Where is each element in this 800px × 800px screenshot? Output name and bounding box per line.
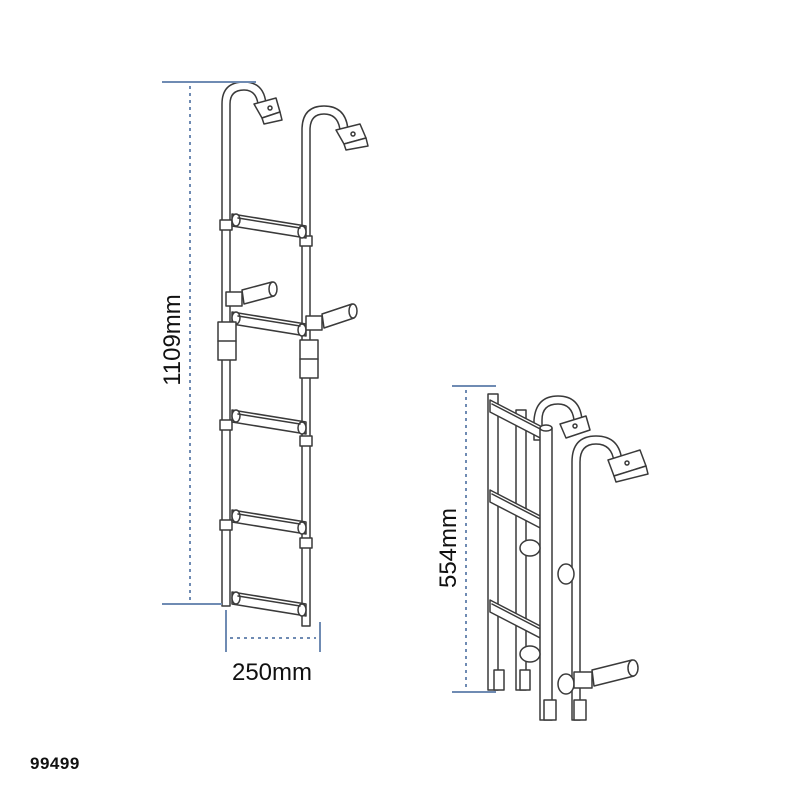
folded-side-handle: [573, 659, 639, 689]
extended-step-5: [231, 591, 307, 617]
height-dimension-line: [162, 81, 256, 605]
extended-step-3: [231, 409, 307, 435]
right-hinge-plate: [299, 339, 319, 379]
folded-front-rail-center: [539, 427, 553, 721]
folded-feet: [493, 669, 587, 721]
width-dimension-line: [225, 610, 321, 652]
extended-step-4: [231, 509, 307, 535]
folded-back-hook-bracket: [559, 415, 591, 439]
rail-collars: [219, 219, 313, 549]
left-hook-bracket: [253, 97, 283, 125]
folded-ladder: [487, 393, 649, 721]
folded-rung-ends: [519, 539, 575, 695]
folded-height-dimension-label: 554mm: [435, 508, 462, 588]
folded-height-dimension-line: [452, 385, 496, 693]
left-hinge-plate: [217, 321, 237, 361]
extended-step-2: [231, 311, 307, 337]
width-dimension-label: 250mm: [232, 659, 312, 686]
part-number: 99499: [30, 754, 80, 773]
height-dimension-label: 1109mm: [159, 294, 186, 386]
right-side-handle: [305, 303, 358, 331]
extended-ladder: [217, 81, 369, 627]
folded-front-hook-bracket: [607, 449, 649, 483]
right-hook-bracket: [335, 123, 369, 151]
folded-back-rail-left: [487, 393, 499, 691]
extended-step-1: [231, 213, 307, 239]
left-side-handle: [225, 281, 278, 307]
